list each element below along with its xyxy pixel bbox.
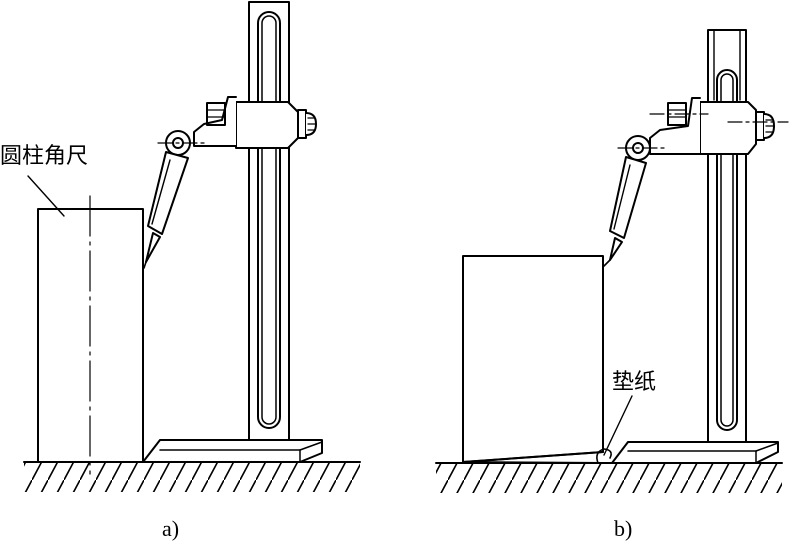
- cylinder-square: [37, 195, 144, 475]
- gauge-base-a: [142, 439, 323, 463]
- ground-a: [23, 461, 361, 492]
- label-leader-b: [603, 395, 633, 456]
- workpiece-b: [462, 255, 612, 464]
- caption-a: a): [162, 516, 180, 541]
- cylinder-square-label: 圆柱角尺: [0, 144, 89, 169]
- gauge-column-b: [707, 29, 747, 443]
- shim-paper-label: 垫纸: [612, 370, 657, 395]
- slider-block-a: [193, 96, 317, 149]
- figure-a: [23, 1, 361, 492]
- gauge-base-b: [611, 441, 779, 464]
- scriber-b: [603, 135, 665, 267]
- gauge-column-a: [248, 1, 290, 441]
- slider-block-b: [649, 97, 789, 155]
- ground-b: [435, 462, 783, 493]
- label-leader-a: [27, 175, 65, 217]
- figure-b: [435, 29, 789, 493]
- shim-paper: [596, 448, 612, 464]
- caption-b: b): [614, 516, 633, 541]
- scriber-a: [143, 130, 207, 269]
